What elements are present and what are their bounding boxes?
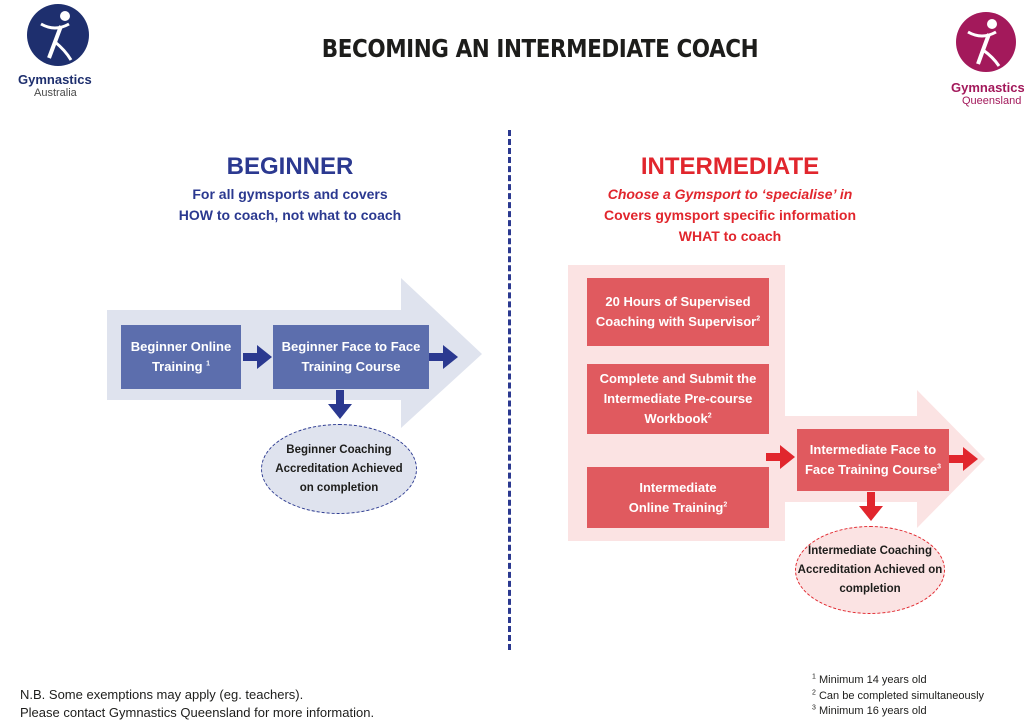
arrow-right-icon — [766, 445, 795, 469]
box-line: Beginner Online — [130, 339, 232, 354]
box-line: Training — [151, 359, 203, 374]
beginner-description: For all gymsports and covers HOW to coac… — [100, 184, 480, 226]
box-line: Intermediate Face to — [809, 442, 937, 457]
arrow-right-icon — [429, 345, 458, 369]
box-line: Online Training — [628, 499, 724, 515]
box-line: Intermediate Pre-course — [603, 391, 753, 406]
intermediate-face-to-face-box: Intermediate Face to Face Training Course… — [797, 429, 949, 491]
box-line: Intermediate — [639, 479, 717, 495]
intermediate-heading: INTERMEDIATE — [640, 153, 820, 180]
oval-line: Accreditation Achieved on — [797, 563, 943, 576]
arrow-down-icon — [859, 492, 883, 521]
center-divider — [508, 130, 511, 650]
gymnast-emblem-icon — [956, 12, 1016, 72]
box-line: Beginner Face to Face — [281, 339, 421, 354]
logo-subname: Queensland — [962, 95, 1022, 107]
footnotes: 1 Minimum 14 years old 2 Can be complete… — [812, 673, 1022, 720]
oval-line: on completion — [299, 481, 379, 494]
box-line: Training Course — [301, 359, 401, 374]
arrow-right-icon — [243, 345, 272, 369]
intermediate-desc-line: Covers gymsport specific information — [603, 207, 857, 223]
footnote-ref: 2 — [723, 501, 728, 509]
oval-line: Accreditation Achieved — [275, 462, 403, 475]
intermediate-desc-line: Choose a Gymsport to ‘specialise’ in — [607, 186, 853, 202]
logo-name: Gymnastics — [18, 72, 92, 87]
note-line: N.B. Some exemptions may apply (eg. teac… — [20, 687, 304, 702]
gymnast-emblem-icon — [27, 4, 89, 66]
page-title: BECOMING AN INTERMEDIATE COACH — [321, 34, 759, 63]
intermediate-desc-line: WHAT to coach — [678, 228, 782, 244]
box-line: Coaching with Supervisor — [595, 314, 757, 329]
gymnastics-queensland-logo: Gymnastics Queensland — [944, 10, 1024, 108]
box-line: Workbook — [644, 411, 708, 426]
arrow-right-icon — [949, 447, 978, 471]
box-line: Complete and Submit the — [599, 371, 757, 386]
logo-name: Gymnastics — [951, 80, 1024, 95]
beginner-desc-line: HOW to coach, not what to coach — [178, 207, 402, 223]
footnote-item: 3 Minimum 16 years old — [812, 704, 927, 717]
footnote-ref: 1 — [206, 360, 211, 368]
box-line: Face Training Course — [804, 462, 938, 477]
beginner-heading: BEGINNER — [226, 153, 354, 180]
footnote-ref: 2 — [707, 412, 712, 420]
footnote-item: 1 Minimum 14 years old — [812, 673, 927, 686]
oval-line: completion — [839, 582, 901, 595]
arrow-down-icon — [328, 390, 352, 419]
footnote-ref: 3 — [937, 463, 942, 471]
beginner-desc-line: For all gymsports and covers — [192, 186, 388, 202]
footnote-item: 2 Can be completed simultaneously — [812, 688, 985, 702]
note-line: Please contact Gymnastics Queensland for… — [20, 705, 375, 720]
box-line: 20 Hours of Supervised — [605, 294, 751, 309]
footnote-ref: 2 — [756, 315, 761, 323]
logo-subname: Australia — [34, 87, 77, 99]
exemptions-note: N.B. Some exemptions may apply (eg. teac… — [20, 686, 520, 722]
oval-line: Beginner Coaching — [286, 443, 392, 456]
oval-line: Intermediate Coaching — [808, 544, 932, 557]
gymnastics-australia-logo: Gymnastics Australia — [14, 2, 104, 100]
intermediate-description: Choose a Gymsport to ‘specialise’ in Cov… — [540, 184, 920, 247]
